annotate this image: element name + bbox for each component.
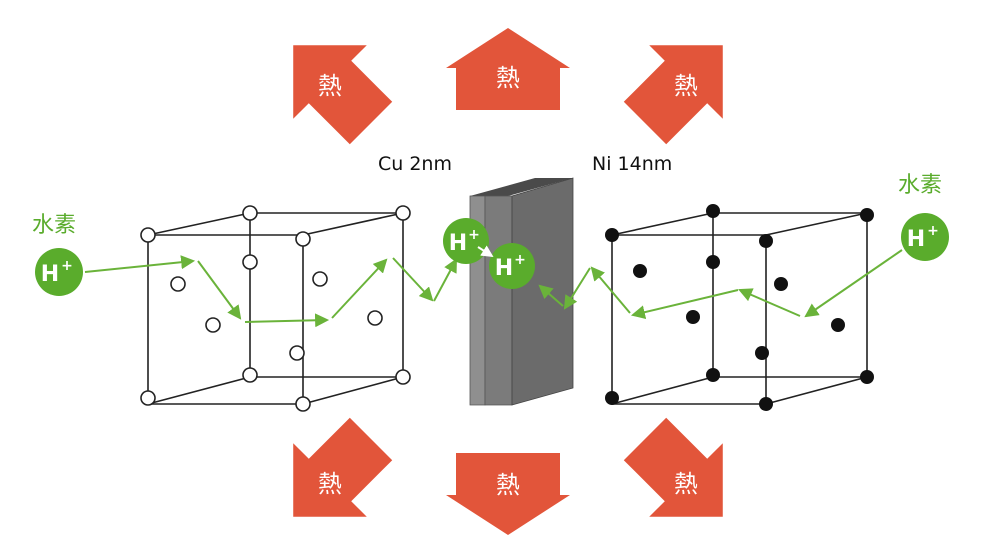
cu-thickness-label: Cu 2nm: [378, 153, 452, 175]
atom: [605, 228, 619, 242]
proton-right: H +: [901, 213, 949, 261]
heat-label: 熱: [674, 470, 698, 498]
proton-symbol: H: [41, 262, 59, 287]
membrane-top: [470, 178, 573, 196]
atom: [295, 231, 311, 247]
heat-label: 熱: [674, 72, 698, 100]
atom: [831, 318, 845, 332]
atom: [242, 205, 258, 221]
atom: [289, 345, 305, 361]
heat-label: 熱: [496, 64, 520, 92]
atom: [242, 367, 258, 383]
atom: [605, 391, 619, 405]
hydrogen-label-right: 水素: [898, 173, 942, 198]
proton-charge: +: [927, 223, 939, 239]
atom: [633, 264, 647, 278]
atom: [295, 396, 311, 412]
membrane-side: [511, 177, 574, 406]
heat-arrow-bottom-right: 熱: [623, 417, 723, 517]
proton-charge: +: [61, 258, 73, 274]
atom: [755, 346, 769, 360]
proton-symbol: H: [907, 227, 925, 252]
heat-label: 熱: [496, 471, 520, 499]
proton-charge: +: [468, 227, 480, 243]
proton-membrane-b: H +: [489, 243, 535, 289]
proton-membrane-a: H +: [443, 218, 489, 264]
atom: [706, 204, 720, 218]
atom: [706, 368, 720, 382]
atom: [367, 310, 383, 326]
proton-left: H +: [35, 248, 83, 296]
proton-symbol: H: [495, 256, 513, 281]
atom: [312, 271, 328, 287]
atom: [860, 208, 874, 222]
membrane: [469, 177, 574, 406]
atom: [395, 369, 411, 385]
proton-charge: +: [514, 252, 526, 268]
heat-arrow-top-left: 熱: [293, 45, 393, 145]
atom: [860, 370, 874, 384]
heat-arrow-bottom-left: 熱: [293, 417, 393, 517]
atom: [242, 254, 258, 270]
hydrogen-path-left: [84, 255, 457, 328]
ni-layer: [484, 195, 513, 406]
cu-atoms: [140, 205, 411, 412]
heat-arrow-top-center: 熱: [446, 28, 570, 110]
heat-label: 熱: [318, 72, 342, 100]
atom: [686, 310, 700, 324]
atom: [205, 317, 221, 333]
atom: [759, 234, 773, 248]
atom: [140, 227, 156, 243]
heat-label: 熱: [318, 470, 342, 498]
hydrogen-path-right: [538, 249, 903, 320]
proton-symbol: H: [449, 231, 467, 256]
atom: [706, 255, 720, 269]
atom: [140, 390, 156, 406]
membrane-transfer-arrow: [477, 245, 494, 257]
ni-lattice: [611, 212, 868, 405]
hydrogen-label-left: 水素: [32, 213, 76, 238]
atom: [774, 277, 788, 291]
heat-arrow-top-right: 熱: [623, 45, 723, 145]
cu-lattice: [147, 212, 404, 405]
ni-atoms: [605, 204, 874, 411]
atom: [759, 397, 773, 411]
heat-arrow-bottom-center: 熱: [446, 453, 570, 535]
ni-thickness-label: Ni 14nm: [592, 153, 672, 175]
atom: [395, 205, 411, 221]
atom: [170, 276, 186, 292]
